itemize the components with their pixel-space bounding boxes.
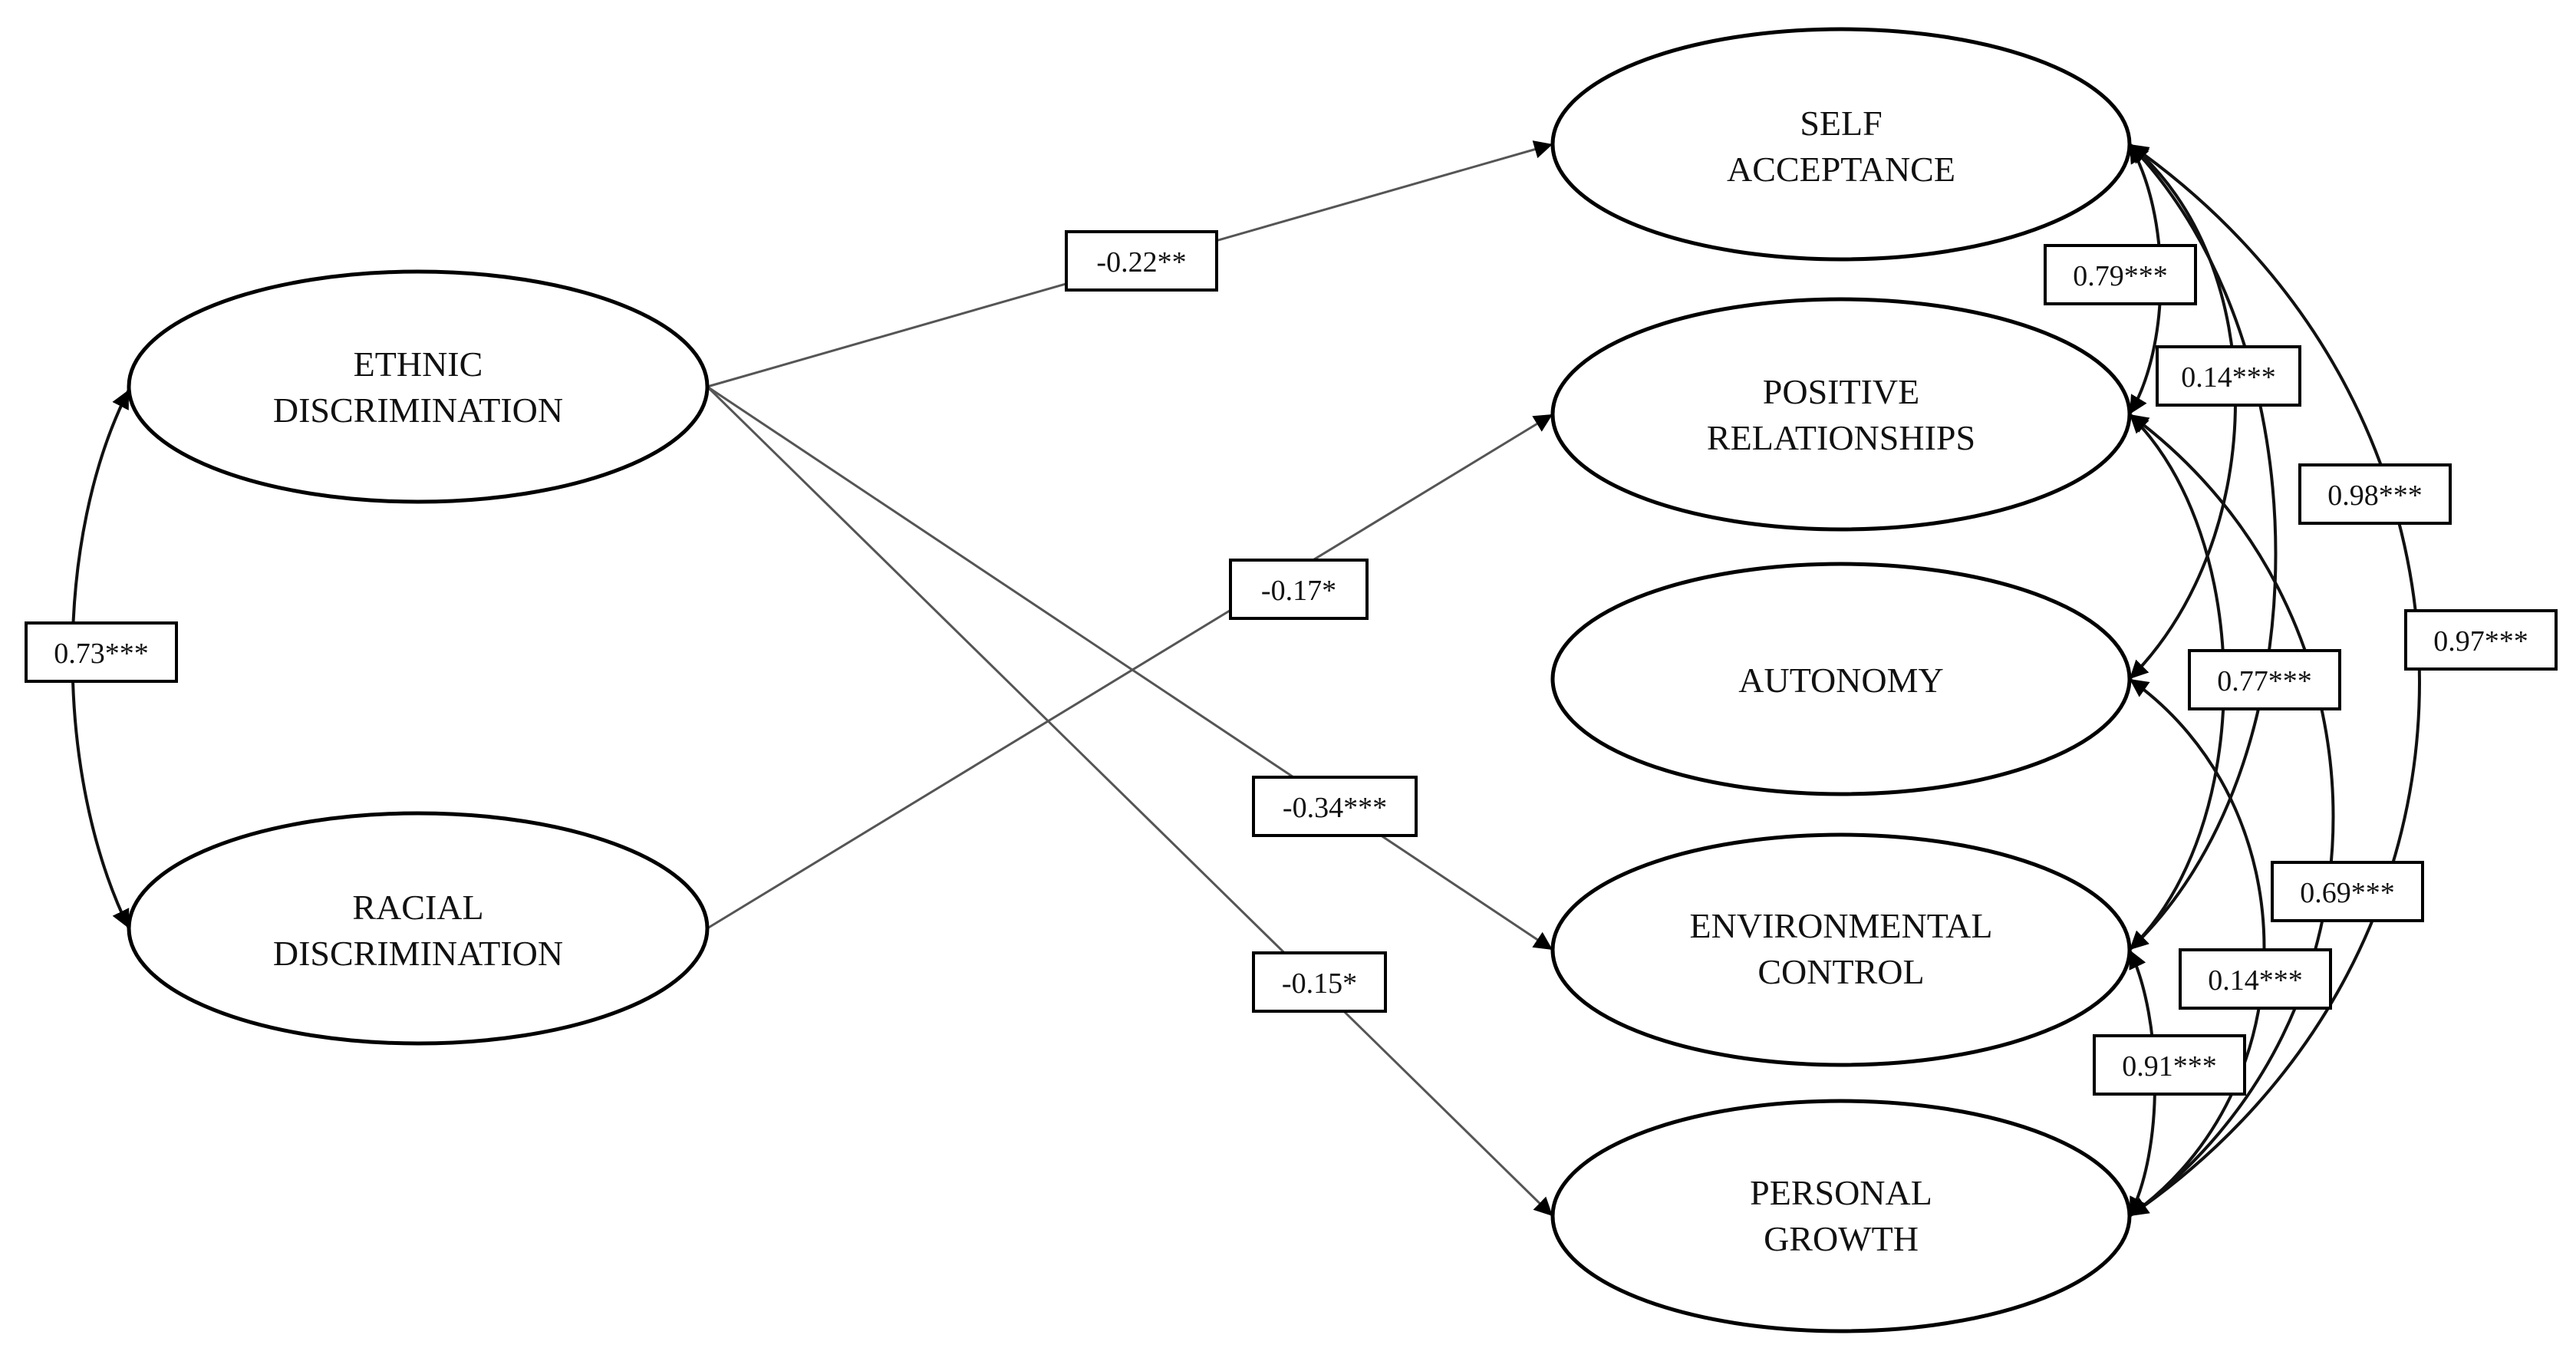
svg-text:0.97***: 0.97***: [2433, 625, 2528, 658]
label-corr-self-positive: 0.79***: [2044, 244, 2197, 305]
corr-autonomy-personal: [2128, 677, 2266, 1218]
corr-positive-autonomy: [2128, 143, 2237, 681]
label-corr-environmental-personal: 0.91***: [2093, 1034, 2246, 1096]
node-label: RACIAL: [352, 888, 483, 927]
node-label: GROWTH: [1764, 1219, 1919, 1258]
svg-text:0.91***: 0.91***: [2122, 1050, 2217, 1083]
path-ethnic-to-environmental-control: [707, 385, 1553, 951]
node-label: ETHNIC: [354, 344, 483, 384]
label-corr-self-environmental: 0.98***: [2298, 463, 2452, 525]
label-racial-positive-relationships: -0.17*: [1229, 559, 1369, 620]
node-label: POSITIVE: [1763, 372, 1919, 411]
svg-text:0.69***: 0.69***: [2300, 877, 2395, 909]
node-label: AUTONOMY: [1738, 661, 1944, 700]
node-label: CONTROL: [1757, 952, 1924, 991]
corr-self-environmental: [2128, 143, 2278, 951]
node-label: ACCEPTANCE: [1727, 150, 1955, 189]
svg-text:0.98***: 0.98***: [2327, 480, 2423, 512]
svg-text:0.79***: 0.79***: [2073, 260, 2168, 292]
node-label: DISCRIMINATION: [273, 934, 563, 973]
label-corr-positive-autonomy: 0.14***: [2156, 345, 2301, 407]
node-label: DISCRIMINATION: [273, 391, 563, 430]
node-label: ENVIRONMENTAL: [1690, 906, 1993, 945]
corr-positive-personal: [2128, 413, 2335, 1218]
label-corr-ethnic-racial: 0.73***: [25, 621, 178, 683]
label-corr-self-personal: 0.97***: [2404, 609, 2558, 671]
node-label: RELATIONSHIPS: [1707, 418, 1975, 457]
svg-text:0.14***: 0.14***: [2181, 361, 2276, 394]
node-label: PERSONAL: [1750, 1173, 1932, 1212]
node-autonomy: AUTONOMY: [1550, 562, 2132, 796]
path-ethnic-to-personal-growth: [706, 385, 1554, 1218]
label-corr-positive-personal: 0.69***: [2271, 861, 2424, 922]
node-environmental-control: ENVIRONMENTAL CONTROL: [1550, 832, 2132, 1067]
svg-text:-0.34***: -0.34***: [1283, 792, 1387, 824]
svg-text:0.14***: 0.14***: [2208, 964, 2303, 997]
node-racial-discrimination: RACIAL DISCRIMINATION: [127, 811, 710, 1046]
svg-text:-0.22**: -0.22**: [1096, 246, 1186, 279]
corr-self-personal: [2128, 143, 2421, 1218]
svg-text:0.77***: 0.77***: [2217, 665, 2312, 697]
path-racial-to-positive-relationships: [707, 413, 1553, 930]
label-corr-positive-environmental: 0.77***: [2188, 649, 2341, 710]
svg-text:-0.15*: -0.15*: [1282, 967, 1357, 1000]
label-corr-autonomy-personal: 0.14***: [2179, 948, 2332, 1010]
node-label: SELF: [1800, 104, 1882, 143]
node-personal-growth: PERSONAL GROWTH: [1550, 1099, 2132, 1333]
label-ethnic-personal-growth: -0.15*: [1252, 951, 1387, 1013]
node-ethnic-discrimination: ETHNIC DISCRIMINATION: [127, 269, 710, 504]
svg-text:-0.17*: -0.17*: [1261, 575, 1336, 607]
node-self-acceptance: SELF ACCEPTANCE: [1550, 27, 2132, 262]
label-ethnic-environmental-control: -0.34***: [1252, 776, 1418, 837]
label-ethnic-self-acceptance: -0.22**: [1065, 230, 1218, 292]
svg-text:0.73***: 0.73***: [54, 638, 149, 670]
node-positive-relationships: POSITIVE RELATIONSHIPS: [1550, 297, 2132, 532]
